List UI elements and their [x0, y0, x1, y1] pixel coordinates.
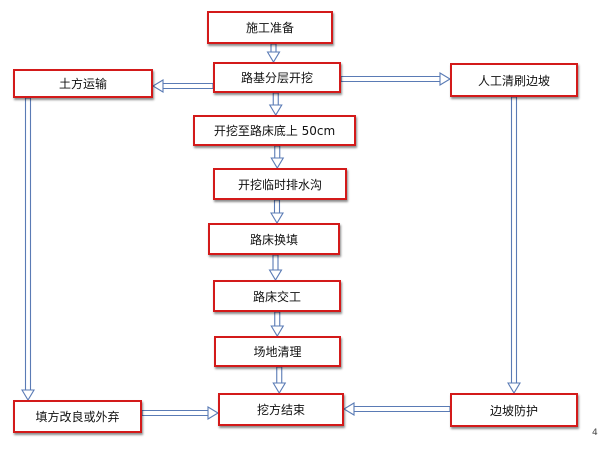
corner-page-mark: 4 [592, 428, 598, 438]
arrow-transport-to-fill_or_dispose [21, 97, 35, 402]
node-slope-protection: 边坡防护 [450, 393, 578, 427]
node-subgrade-replacement: 路床换填 [208, 223, 340, 255]
arrow-temp_ditch-to-subgrade_replace [270, 199, 284, 225]
node-excavate-to-50cm: 开挖至路床底上 50cm [193, 115, 356, 146]
arrow-layer_excavation-to-excavate_to_50cm [268, 92, 283, 117]
node-layered-excavation: 路基分层开挖 [213, 62, 341, 93]
arrow-site_cleanup-to-excavation_end [272, 366, 287, 395]
arrow-layer_excavation-to-transport [151, 79, 214, 93]
arrow-prep-to-layer_excavation [266, 43, 281, 64]
node-temporary-ditch: 开挖临时排水沟 [213, 168, 347, 200]
arrow-layer_excavation-to-slope_brushing [340, 72, 452, 86]
node-construction-prep: 施工准备 [207, 11, 333, 44]
arrow-subgrade_handover-to-site_cleanup [270, 311, 285, 338]
arrow-excavate_to_50cm-to-temp_ditch [270, 145, 285, 170]
node-subgrade-handover: 路床交工 [213, 280, 341, 312]
node-excavation-end: 挖方结束 [218, 393, 344, 426]
node-slope-brushing: 人工清刷边坡 [450, 63, 578, 97]
node-site-cleanup: 场地清理 [214, 336, 341, 367]
arrow-fill_or_dispose-to-excavation_end [141, 406, 220, 420]
node-earth-transport: 土方运输 [13, 69, 153, 98]
arrow-slope_brushing-to-slope_protection [507, 96, 521, 395]
arrow-slope_protection-to-excavation_end [342, 402, 451, 416]
arrow-subgrade_replace-to-subgrade_handover [268, 254, 283, 282]
node-fill-or-dispose: 填方改良或外弃 [13, 400, 142, 433]
